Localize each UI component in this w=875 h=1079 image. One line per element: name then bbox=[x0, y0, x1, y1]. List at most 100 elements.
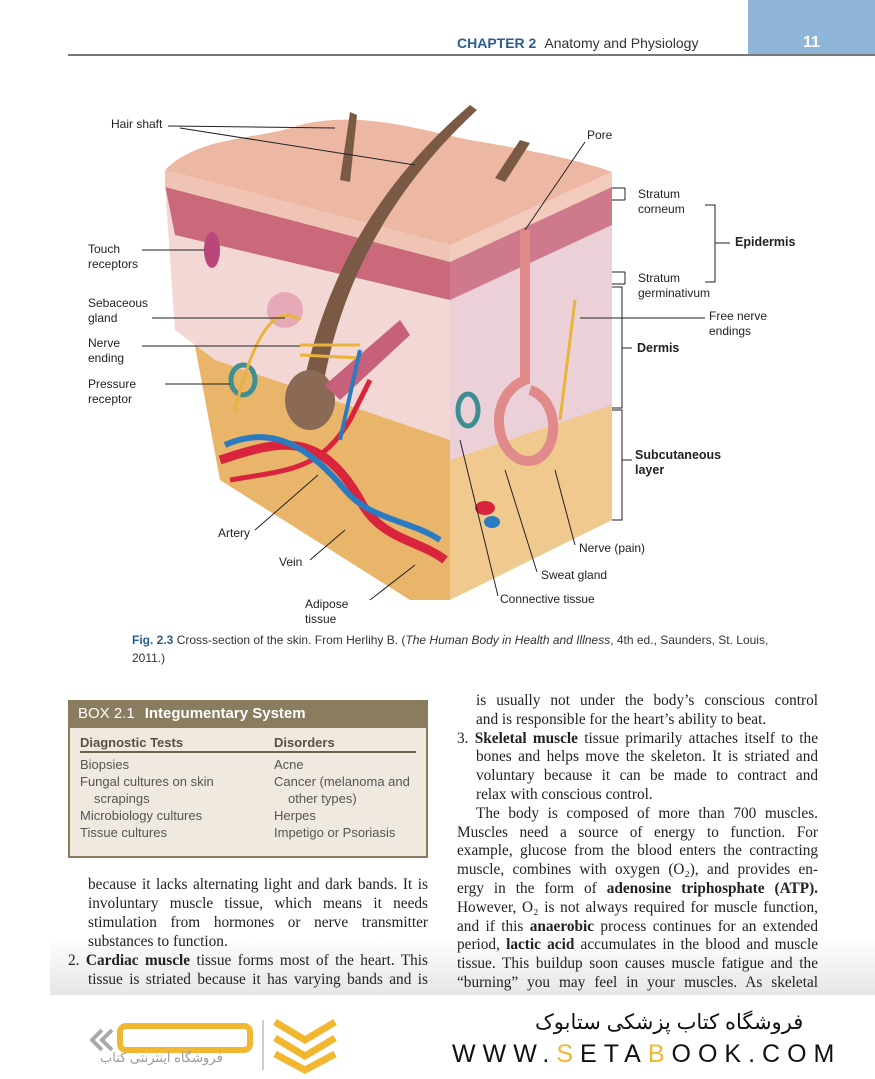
text-line: 3. Skeletal muscle tissue primarily atta… bbox=[457, 730, 818, 748]
text-segment: accumulates in the blood and muscle bbox=[574, 936, 819, 953]
epidermis-front bbox=[165, 185, 450, 300]
text-segment: example, glucose from the blood enters t… bbox=[457, 842, 818, 859]
label-line: corneum bbox=[638, 202, 685, 216]
text-segment: and if this bbox=[457, 918, 530, 935]
list-item: Biopsies bbox=[80, 757, 130, 772]
text-segment: “burning” you may feel in your muscles. … bbox=[457, 974, 818, 991]
label-line: gland bbox=[88, 311, 118, 325]
figure-number: Fig. 2.3 bbox=[132, 633, 174, 647]
label-line: Sebaceous bbox=[88, 296, 149, 310]
label-connective-tissue: Connective tissue bbox=[500, 592, 595, 606]
label-dermis: Dermis bbox=[637, 341, 680, 355]
text-line: is usually not under the body’s consciou… bbox=[476, 692, 818, 710]
store-url[interactable]: WWW.SETABOOK.COM bbox=[452, 1040, 841, 1069]
list-item: Tissue cultures bbox=[80, 825, 167, 840]
text-segment: 2. bbox=[68, 952, 86, 969]
header-rule bbox=[68, 54, 875, 56]
text-line: substances to function. bbox=[88, 933, 428, 951]
label-line: Pressure bbox=[88, 377, 137, 391]
box-header-rule bbox=[80, 751, 416, 753]
label-line: Touch bbox=[88, 242, 121, 256]
body-text-right: is usually not under the body’s consciou… bbox=[457, 692, 818, 991]
text-segment: bones and helps move the skeleton. It is… bbox=[476, 748, 818, 765]
vein bbox=[223, 434, 442, 543]
text-line: period, lactic acid accumulates in the b… bbox=[457, 936, 818, 954]
label-line: receptor bbox=[88, 392, 133, 406]
pressure-receptor bbox=[228, 362, 258, 398]
caption-text: Cross-section of the skin. From Herlihy … bbox=[176, 633, 406, 647]
sweat-gland bbox=[494, 230, 559, 466]
hair-small bbox=[495, 140, 530, 182]
label-nerve-pain: Nerve (pain) bbox=[579, 541, 646, 555]
label-pore: Pore bbox=[587, 128, 613, 142]
text-line: muscle, combines with oxygen (O₂), and p… bbox=[457, 861, 818, 879]
logo-tagline: فروشگاه اینترنتی کتاب bbox=[100, 1050, 223, 1065]
label-line: Free nerve bbox=[709, 309, 768, 323]
label-line: receptors bbox=[88, 257, 139, 271]
artery-section bbox=[475, 501, 495, 515]
text-segment: tissue primarily attaches itself to the bbox=[577, 730, 818, 747]
chapter-title: Anatomy and Physiology bbox=[544, 35, 699, 51]
url-part: S bbox=[556, 1040, 581, 1068]
url-part: ETA bbox=[580, 1040, 648, 1068]
text-segment: The body is composed of more than 700 mu… bbox=[476, 805, 818, 822]
list-item: other types) bbox=[288, 791, 357, 806]
text-line: bones and helps move the skeleton. It is… bbox=[476, 748, 818, 766]
url-part: B bbox=[647, 1040, 672, 1068]
list-item: Cancer (melanoma and bbox=[274, 774, 410, 789]
store-name: فروشگاه کتاب پزشکی ستابوک bbox=[535, 1011, 804, 1034]
vein-section bbox=[484, 516, 500, 528]
text-line: tissue is striated because it has varyin… bbox=[88, 971, 428, 989]
text-segment: stimulation from hormones or nerve trans… bbox=[88, 914, 428, 931]
column-header: Diagnostic Tests bbox=[80, 735, 184, 750]
text-line: Muscles need a source of energy to funct… bbox=[457, 824, 818, 842]
stratum-corneum-side bbox=[450, 172, 612, 262]
text-segment: voluntary because it can be made to cont… bbox=[476, 767, 818, 784]
figure-caption: Fig. 2.3 Cross-section of the skin. From… bbox=[132, 631, 772, 667]
text-line: 2. Cardiac muscle tissue forms most of t… bbox=[68, 952, 428, 970]
list-item: Microbiology cultures bbox=[80, 808, 203, 823]
column-header: Disorders bbox=[274, 735, 335, 750]
text-segment: tissue forms most of the heart. This bbox=[190, 952, 429, 969]
text-segment: period, bbox=[457, 936, 507, 953]
watermark-footer bbox=[0, 995, 875, 1079]
label-line: Subcutaneous bbox=[635, 448, 722, 462]
bold-term: lactic acid bbox=[506, 936, 575, 953]
text-line: because it lacks alternating light and d… bbox=[88, 876, 428, 894]
list-item: scrapings bbox=[94, 791, 150, 806]
list-item: Herpes bbox=[274, 808, 316, 823]
text-segment: However, O₂ is not always required for m… bbox=[457, 899, 818, 916]
text-segment: muscle, combines with oxygen (O₂), and p… bbox=[457, 861, 818, 878]
hair-small bbox=[340, 112, 357, 182]
label-sweat-gland: Sweat gland bbox=[541, 568, 608, 582]
text-line: ergy in the form of adenosine triphospha… bbox=[457, 880, 818, 898]
label-hair-shaft: Hair shaft bbox=[111, 117, 163, 131]
text-segment: because it lacks alternating light and d… bbox=[88, 876, 428, 893]
skin-surface bbox=[165, 119, 612, 245]
caption-source: , 4th ed., Saunders, St. Louis, 2011.) bbox=[132, 633, 769, 665]
caption-book-title: The Human Body in Health and Illness bbox=[405, 633, 611, 647]
chapter-number: CHAPTER 2 bbox=[457, 35, 537, 51]
nerve bbox=[233, 299, 577, 421]
text-line: relax with conscious control. bbox=[476, 786, 818, 804]
bold-term: Skeletal muscle bbox=[474, 730, 578, 747]
list-item: Impetigo or Psoriasis bbox=[274, 825, 396, 840]
arrector-muscle bbox=[325, 320, 410, 400]
text-segment: substances to function. bbox=[88, 933, 228, 950]
label-artery: Artery bbox=[218, 526, 251, 540]
touch-receptor bbox=[204, 232, 220, 268]
label-line: germinativum bbox=[638, 286, 711, 300]
text-segment: process continues for an extended bbox=[594, 918, 818, 935]
